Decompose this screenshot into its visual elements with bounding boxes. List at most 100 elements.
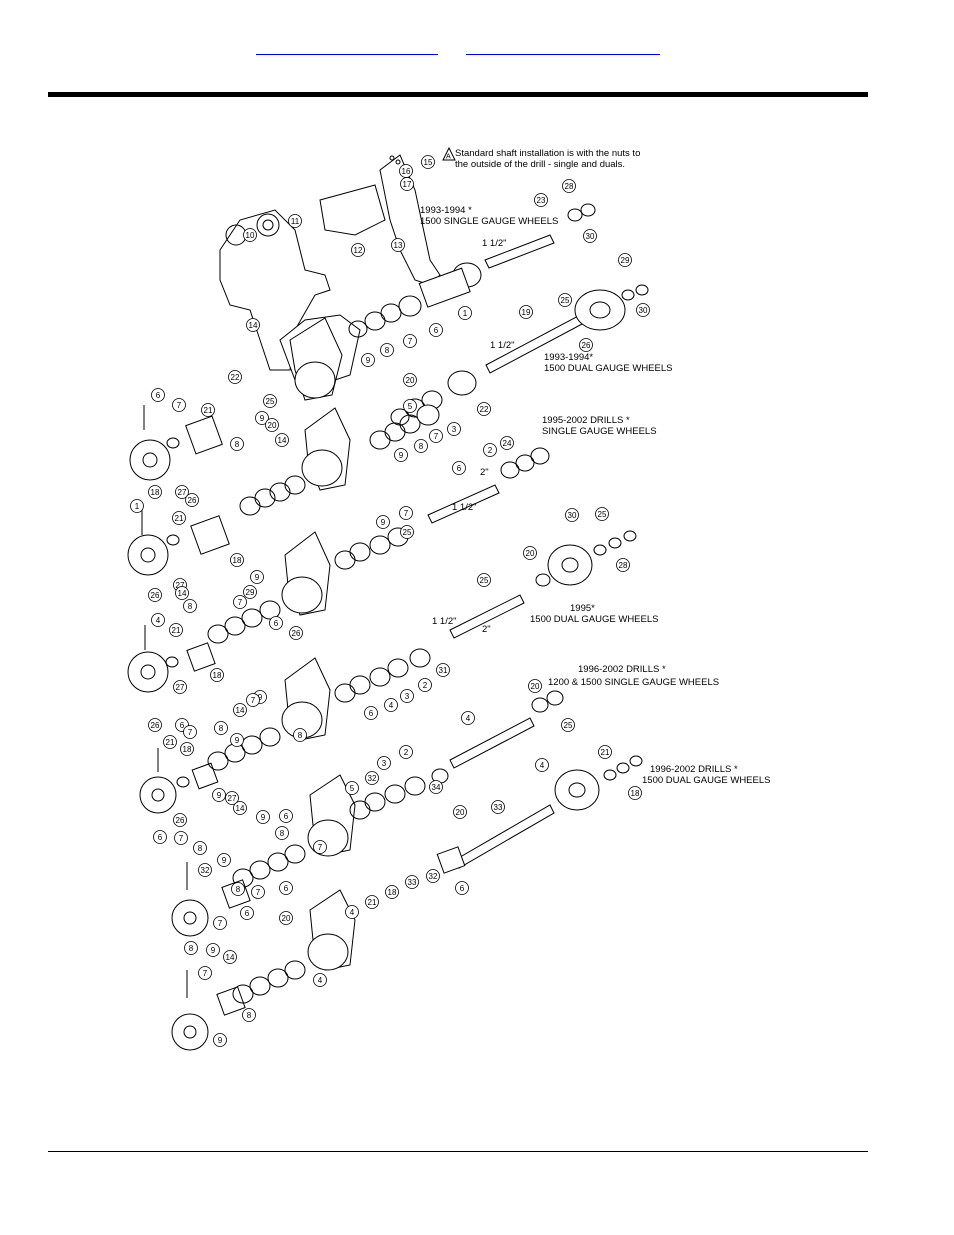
callout-number: 6: [369, 709, 374, 718]
dimension-6: 2": [482, 624, 491, 635]
callout-circle: [429, 429, 443, 443]
callout-number: 25: [564, 721, 573, 730]
callout-number: 5: [350, 784, 355, 793]
callout-circle: [436, 663, 450, 677]
parts-diagram: A Standard shaft installation is with th…: [127, 146, 770, 1051]
caption-6-line-1: 1996-2002 DRILLS *: [650, 764, 738, 775]
header-link-2[interactable]: [466, 40, 660, 55]
callout-circle: [394, 448, 408, 462]
callout-circle: [400, 177, 414, 191]
header-link-1[interactable]: [256, 40, 438, 55]
callout-circle: [230, 437, 244, 451]
callout-circle: [313, 973, 327, 987]
callout-number: 8: [236, 885, 241, 894]
callout-number: 30: [639, 306, 648, 315]
callout-circle: [618, 253, 632, 267]
callout-number: 18: [233, 556, 242, 565]
callout-number: 25: [480, 576, 489, 585]
callout-circle: [380, 343, 394, 357]
callout-number: 6: [284, 812, 289, 821]
callout-number: 8: [219, 724, 224, 733]
callout-number: 7: [408, 337, 413, 346]
callout-number: 26: [151, 591, 160, 600]
callout-number: 6: [460, 884, 465, 893]
callout-circle: [477, 402, 491, 416]
callout-number: 9: [260, 414, 265, 423]
callout-number: 20: [456, 808, 465, 817]
callout-circle: [214, 721, 228, 735]
shaft-row-3: [427, 447, 550, 524]
callout-circle: [210, 668, 224, 682]
callout-number: 20: [268, 421, 277, 430]
callout-number: 9: [399, 451, 404, 460]
callout-circle: [365, 771, 379, 785]
callout-number: 26: [151, 721, 160, 730]
callout-number: 7: [404, 509, 409, 518]
callout-circle: [595, 507, 609, 521]
callout-circle: [148, 718, 162, 732]
callout-circle: [279, 881, 293, 895]
dimension-4: 2": [480, 467, 489, 478]
callout-circle: [583, 229, 597, 243]
callout-circle: [345, 905, 359, 919]
callout-circle: [391, 238, 405, 252]
callout-number: 14: [236, 706, 245, 715]
callout-number: 9: [222, 856, 227, 865]
callout-number: 31: [439, 666, 448, 675]
callout-number: 21: [601, 748, 610, 757]
caption-4-line-1: 1995*: [570, 603, 595, 614]
callout-circle: [414, 439, 428, 453]
callout-number: 6: [156, 391, 161, 400]
callout-number: 6: [284, 884, 289, 893]
callout-circle: [217, 853, 231, 867]
callout-circle: [213, 1033, 227, 1047]
caption-1-line-1: 1993-1994 *: [420, 205, 472, 216]
callout-circle: [169, 623, 183, 637]
warning-note: A Standard shaft installation is with th…: [442, 146, 640, 170]
callout-number: 8: [385, 346, 390, 355]
callout-circle: [376, 515, 390, 529]
callout-circle: [231, 882, 245, 896]
dimension-2: 1 1/2": [490, 340, 515, 351]
callout-number: 6: [457, 464, 462, 473]
callout-number: 11: [291, 217, 300, 226]
callout-number: 7: [251, 696, 256, 705]
callout-circle: [255, 411, 269, 425]
caption-2-line-2: 1500 DUAL GAUGE WHEELS: [544, 363, 672, 374]
callout-number: 20: [406, 376, 415, 385]
callout-circle: [233, 703, 247, 717]
callout-number: 9: [255, 573, 260, 582]
callout-number: 21: [172, 626, 181, 635]
callout-circle: [421, 155, 435, 169]
callout-number: 21: [204, 406, 213, 415]
callout-circle: [198, 863, 212, 877]
callout-number: 32: [429, 872, 438, 881]
callout-circle: [418, 678, 432, 692]
callout-number: 27: [228, 794, 237, 803]
callout-circle: [399, 745, 413, 759]
callout-circle: [579, 338, 593, 352]
callout-number: 10: [246, 231, 255, 240]
callout-number: 20: [282, 914, 291, 923]
callout-circle: [230, 733, 244, 747]
callout-number: 7: [218, 919, 223, 928]
callout-circle: [293, 728, 307, 742]
callout-circle: [455, 881, 469, 895]
callout-circle: [172, 398, 186, 412]
callout-circle: [458, 306, 472, 320]
callout-circle: [130, 499, 144, 513]
left-hub-4: [139, 748, 219, 814]
callout-circle: [198, 966, 212, 980]
callout-circle: [265, 418, 279, 432]
callout-number: 9: [381, 518, 386, 527]
callout-number: 14: [278, 436, 287, 445]
callout-circle: [269, 616, 283, 630]
callout-number: 9: [218, 1036, 223, 1045]
callout-circle: [174, 831, 188, 845]
callout-number: 6: [158, 833, 163, 842]
callout-circle: [452, 461, 466, 475]
callout-number: 4: [389, 701, 394, 710]
callout-number: 9: [217, 791, 222, 800]
callout-number: 8: [419, 442, 424, 451]
shaft-row-1: [348, 203, 596, 338]
